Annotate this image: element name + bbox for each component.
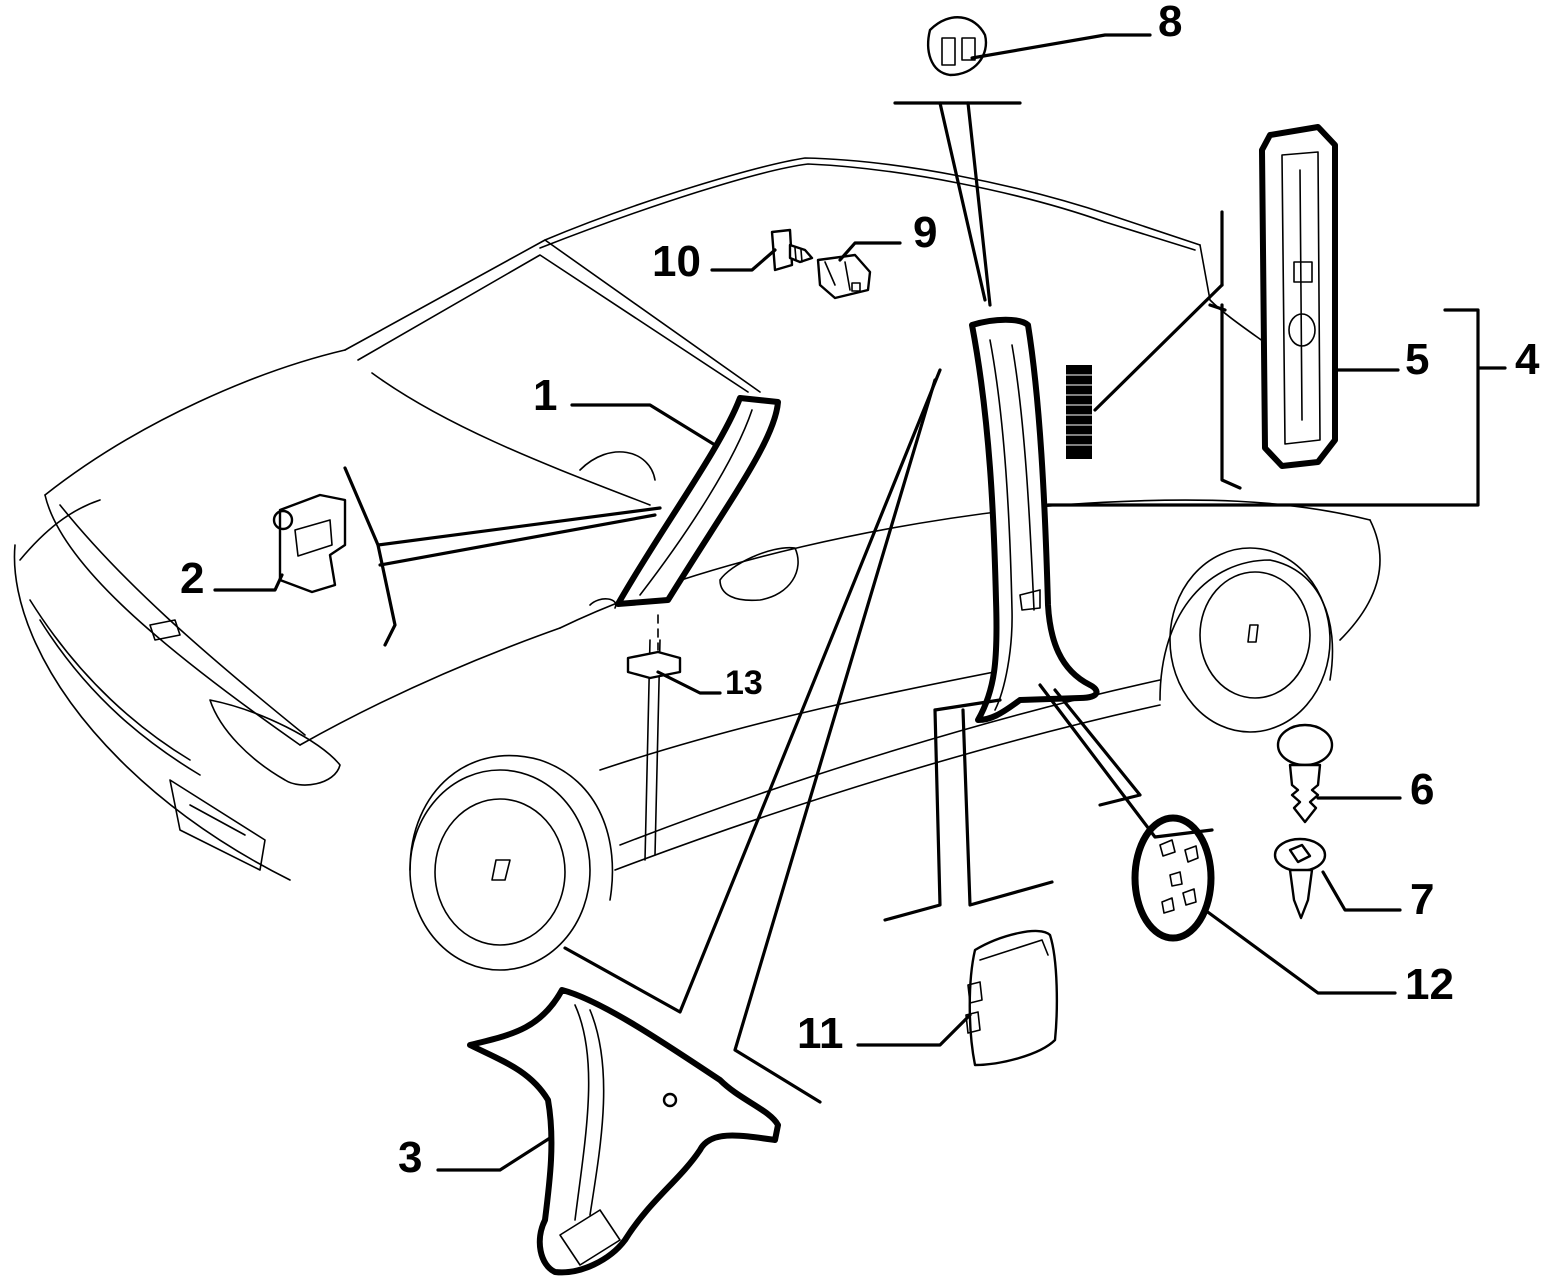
leader-12 <box>1203 908 1397 995</box>
callout-5: 5 <box>1405 335 1429 384</box>
callout-4: 4 <box>1515 335 1540 384</box>
part-8-small-clip <box>927 16 988 77</box>
leader-1 <box>570 403 717 447</box>
callout-13: 13 <box>725 664 763 702</box>
callout-6: 6 <box>1410 765 1434 814</box>
callout-12: 12 <box>1405 960 1454 1009</box>
section-break-lines <box>343 101 1242 1104</box>
part-2-bracket <box>272 493 347 594</box>
leader-lines <box>213 33 1507 1172</box>
part-9-clip <box>816 253 872 300</box>
leader-2 <box>213 573 284 592</box>
callout-labels: 1 2 3 4 5 6 7 8 9 10 11 12 13 <box>180 0 1540 1182</box>
part-10-bolt <box>770 228 814 272</box>
callout-9: 9 <box>913 208 937 257</box>
part-12-grommet <box>1131 814 1215 942</box>
leader-9 <box>838 241 902 262</box>
leader-8 <box>970 33 1152 60</box>
part-6-push-clip <box>1276 723 1334 824</box>
part-5-belt-cover <box>1259 124 1338 469</box>
callout-2: 2 <box>180 554 204 603</box>
leader-10 <box>710 248 777 272</box>
callout-3: 3 <box>398 1133 422 1182</box>
part-4-b-pillar-trim <box>969 316 1100 723</box>
callout-1: 1 <box>533 371 557 420</box>
leader-13 <box>656 670 722 695</box>
part-7-screw <box>1273 837 1327 920</box>
callout-10: 10 <box>652 237 701 286</box>
leader-4 <box>1046 308 1507 507</box>
leader-11 <box>856 1013 972 1047</box>
part-11-cover-cap <box>965 929 1059 1067</box>
part-4-strip <box>1066 365 1092 459</box>
leader-7 <box>1321 870 1402 912</box>
callout-11: 11 <box>797 1009 844 1058</box>
part-1-a-pillar-trim <box>615 395 781 607</box>
part-13-pad <box>626 650 682 680</box>
callout-7: 7 <box>1410 875 1434 924</box>
callout-8: 8 <box>1158 0 1182 46</box>
leader-3 <box>436 1136 552 1172</box>
part-3-lower-trim-panel <box>467 987 781 1276</box>
